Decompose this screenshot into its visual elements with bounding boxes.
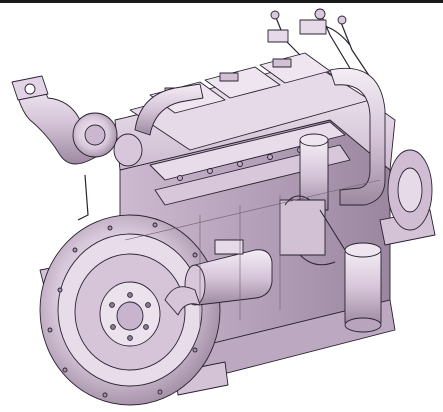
exhaust-manifold: [149, 121, 346, 181]
top-border-line: [0, 0, 443, 3]
starter-motor: [194, 249, 273, 306]
hub-bolts: [109, 292, 151, 341]
starter-solenoid: [214, 239, 244, 255]
housing-bolts: [47, 222, 208, 398]
crossover-pipe: [134, 83, 204, 136]
filter-head: [299, 139, 329, 211]
crank-hub: [116, 301, 144, 331]
intake-manifold-pipe: [329, 67, 386, 206]
oil-filter-canister: [344, 249, 382, 326]
block-ribs: [124, 179, 381, 330]
fuel-pump-lines: [284, 195, 346, 266]
dipstick-tube: [77, 174, 89, 221]
top-fittings: [267, 8, 347, 43]
engine-drawing: [11, 8, 436, 406]
turbo-outlet: [113, 133, 143, 167]
fuel-pump: [279, 199, 326, 256]
